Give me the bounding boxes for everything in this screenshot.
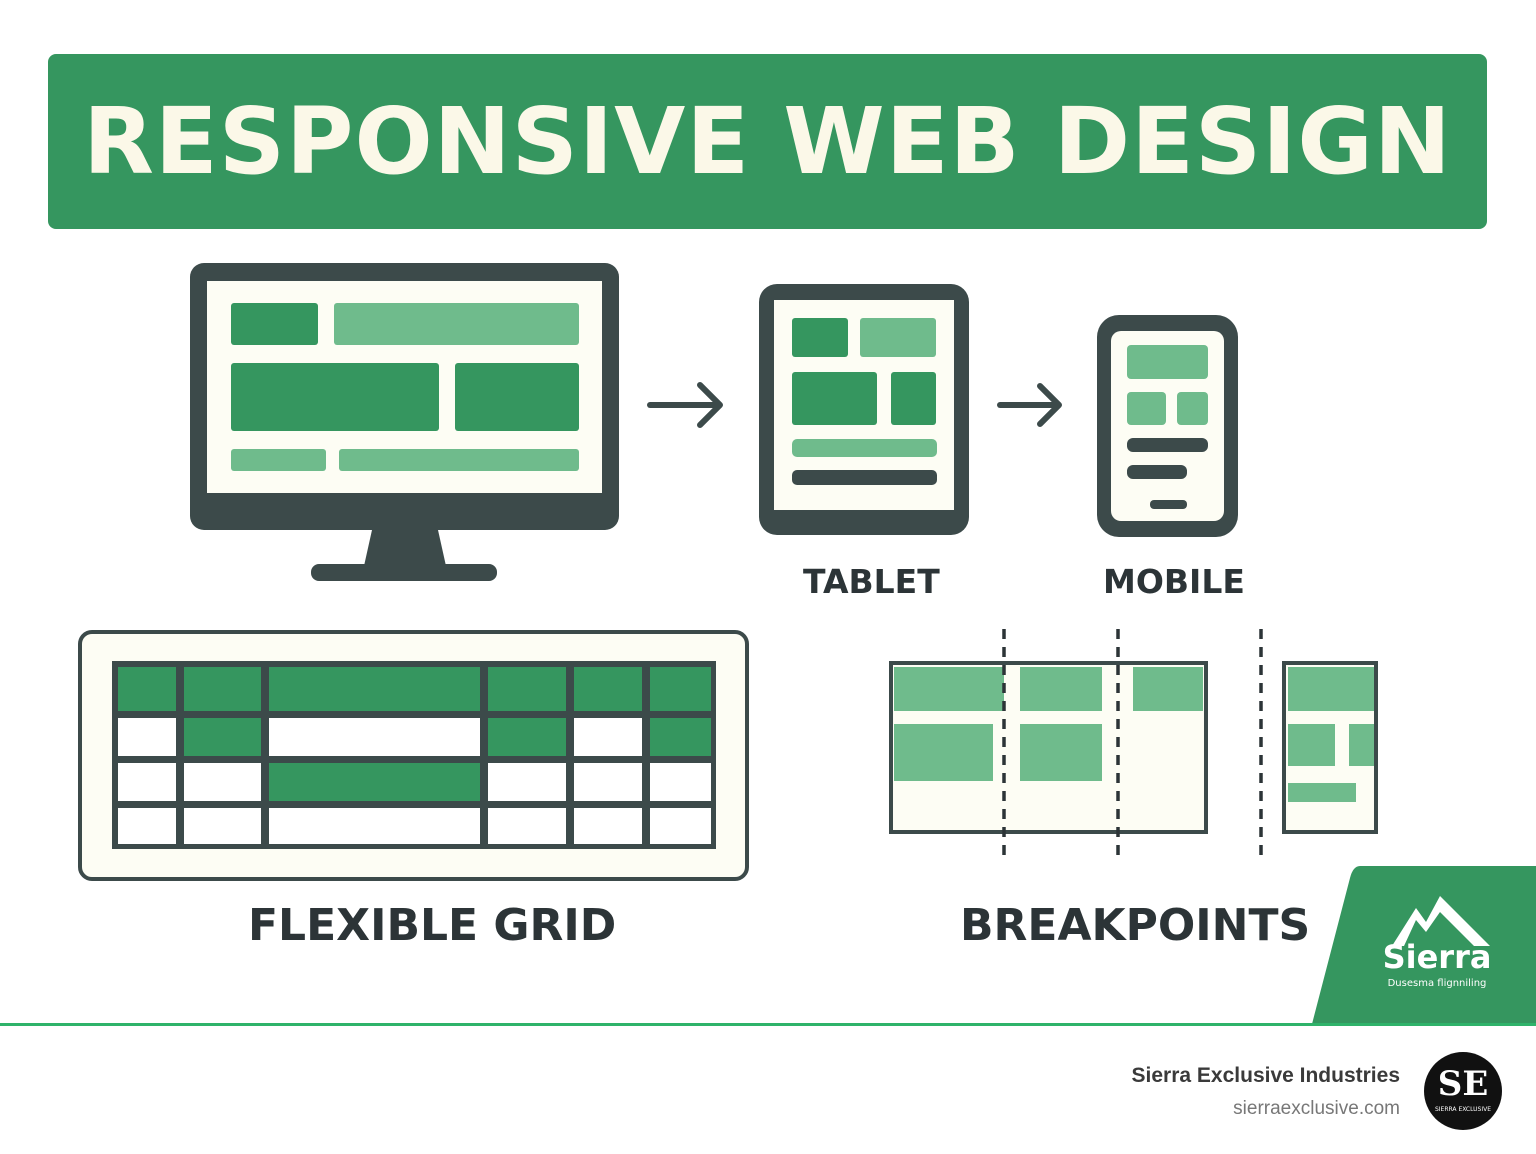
flexible-grid-diagram [78, 630, 749, 881]
breakpoints-diagram [889, 629, 1378, 858]
company-name: Sierra Exclusive Industries [1131, 1064, 1400, 1087]
company-website: sierraexclusive.com [1233, 1098, 1400, 1119]
tablet-icon [759, 284, 969, 535]
mountain-icon [1392, 896, 1490, 946]
flexible-grid-label: FLEXIBLE GRID [248, 900, 617, 951]
title-banner: RESPONSIVE WEB DESIGN [48, 54, 1487, 229]
mobile-phone-icon [1097, 315, 1238, 537]
arrow-right-icon [647, 382, 723, 428]
se-logo-badge: SE SIERRA EXCLUSIVE [1424, 1052, 1502, 1130]
page-title: RESPONSIVE WEB DESIGN [83, 88, 1452, 195]
arrow-right-icon [997, 383, 1062, 427]
sierra-corner-logo [1312, 866, 1536, 1024]
mobile-label: MOBILE [1103, 562, 1245, 601]
desktop-monitor-icon [190, 263, 619, 581]
sierra-logo-text: Sierra [1382, 938, 1492, 976]
se-logo-subtext: SIERRA EXCLUSIVE [1434, 1106, 1492, 1113]
footer-divider [0, 1023, 1536, 1026]
tablet-label: TABLET [803, 562, 940, 601]
breakpoints-label: BREAKPOINTS [960, 900, 1311, 951]
sierra-logo-tagline: Dusesma flignniling [1387, 978, 1487, 989]
se-logo-letters: SE [1437, 1064, 1489, 1104]
